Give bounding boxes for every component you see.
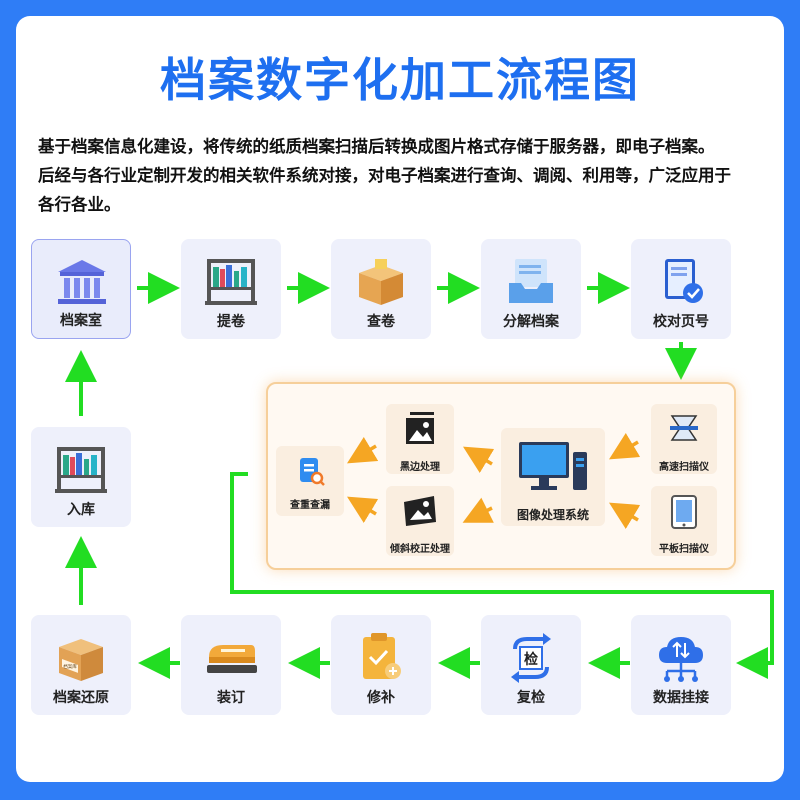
sub-dedup[interactable]: 查重查漏 bbox=[276, 446, 344, 516]
description-line-3: 各行各业。 bbox=[38, 195, 121, 214]
step-label: 分解档案 bbox=[503, 314, 559, 330]
step-recheck[interactable]: 检 复检 bbox=[481, 615, 581, 715]
step-label: 档案还原 bbox=[53, 690, 109, 706]
document-scanner-icon bbox=[670, 415, 698, 441]
step-storage[interactable]: 入库 bbox=[31, 427, 131, 527]
step-label: 装订 bbox=[217, 690, 245, 706]
sub-deskew[interactable]: 倾斜校正处理 bbox=[386, 486, 454, 556]
bookshelf-icon bbox=[55, 447, 107, 493]
bookshelf-icon bbox=[205, 259, 257, 305]
sub-label: 平板扫描仪 bbox=[659, 544, 709, 555]
step-label: 查卷 bbox=[367, 314, 395, 330]
sub-label: 查重查漏 bbox=[290, 500, 330, 511]
archive-box-icon: 档案库 bbox=[59, 639, 103, 681]
sub-label: 倾斜校正处理 bbox=[390, 544, 450, 555]
step-restore[interactable]: 档案库 档案还原 bbox=[31, 615, 131, 715]
step-label: 复检 bbox=[517, 690, 545, 706]
tilted-image-icon bbox=[404, 496, 436, 526]
tablet-icon bbox=[671, 495, 697, 529]
box-label-text: 档案库 bbox=[63, 663, 77, 670]
recheck-glyph: 检 bbox=[524, 651, 538, 668]
open-box-icon bbox=[359, 259, 403, 305]
step-check-volume[interactable]: 查卷 bbox=[331, 239, 431, 339]
recheck-icon: 检 bbox=[511, 633, 551, 683]
step-archive-room[interactable]: 档案室 bbox=[31, 239, 131, 339]
step-page-check[interactable]: 校对页号 bbox=[631, 239, 731, 339]
step-label: 入库 bbox=[67, 502, 95, 518]
step-repair[interactable]: 修补 bbox=[331, 615, 431, 715]
step-split[interactable]: 分解档案 bbox=[481, 239, 581, 339]
step-data-mount[interactable]: 数据挂接 bbox=[631, 615, 731, 715]
sub-flatbed-scanner[interactable]: 平板扫描仪 bbox=[651, 486, 717, 556]
bank-icon bbox=[58, 260, 106, 304]
clipboard-repair-icon bbox=[363, 633, 401, 679]
page-title: 档案数字化加工流程图 bbox=[160, 53, 640, 107]
description-line-2: 后经与各行业定制开发的相关软件系统对接，对电子档案进行查询、调阅、利用等，广泛应… bbox=[38, 166, 731, 185]
stapler-icon bbox=[207, 645, 257, 673]
desktop-computer-icon bbox=[519, 442, 587, 490]
sub-image-system[interactable]: 图像处理系统 bbox=[501, 428, 605, 526]
document-check-icon bbox=[665, 259, 703, 303]
sub-label: 图像处理系统 bbox=[516, 508, 589, 522]
cloud-network-icon bbox=[659, 637, 703, 682]
image-stack-icon bbox=[406, 412, 434, 444]
sub-label: 黑边处理 bbox=[400, 462, 440, 473]
step-label: 提卷 bbox=[217, 314, 245, 330]
sub-black-edge[interactable]: 黑边处理 bbox=[386, 404, 454, 474]
document-search-icon bbox=[300, 458, 325, 486]
sub-hi-speed-scanner[interactable]: 高速扫描仪 bbox=[651, 404, 717, 474]
description-line-1: 基于档案信息化建设，将传统的纸质档案扫描后转换成图片格式存储于服务器，即电子档案… bbox=[38, 137, 715, 156]
description: 基于档案信息化建设，将传统的纸质档案扫描后转换成图片格式存储于服务器，即电子档案… bbox=[38, 132, 768, 219]
step-retrieve[interactable]: 提卷 bbox=[181, 239, 281, 339]
step-label: 档案室 bbox=[60, 313, 102, 329]
step-label: 修补 bbox=[367, 690, 395, 706]
step-binding[interactable]: 装订 bbox=[181, 615, 281, 715]
file-tray-icon bbox=[509, 259, 553, 303]
sub-label: 高速扫描仪 bbox=[659, 462, 709, 473]
step-label: 数据挂接 bbox=[653, 690, 709, 706]
step-label: 校对页号 bbox=[653, 314, 709, 330]
